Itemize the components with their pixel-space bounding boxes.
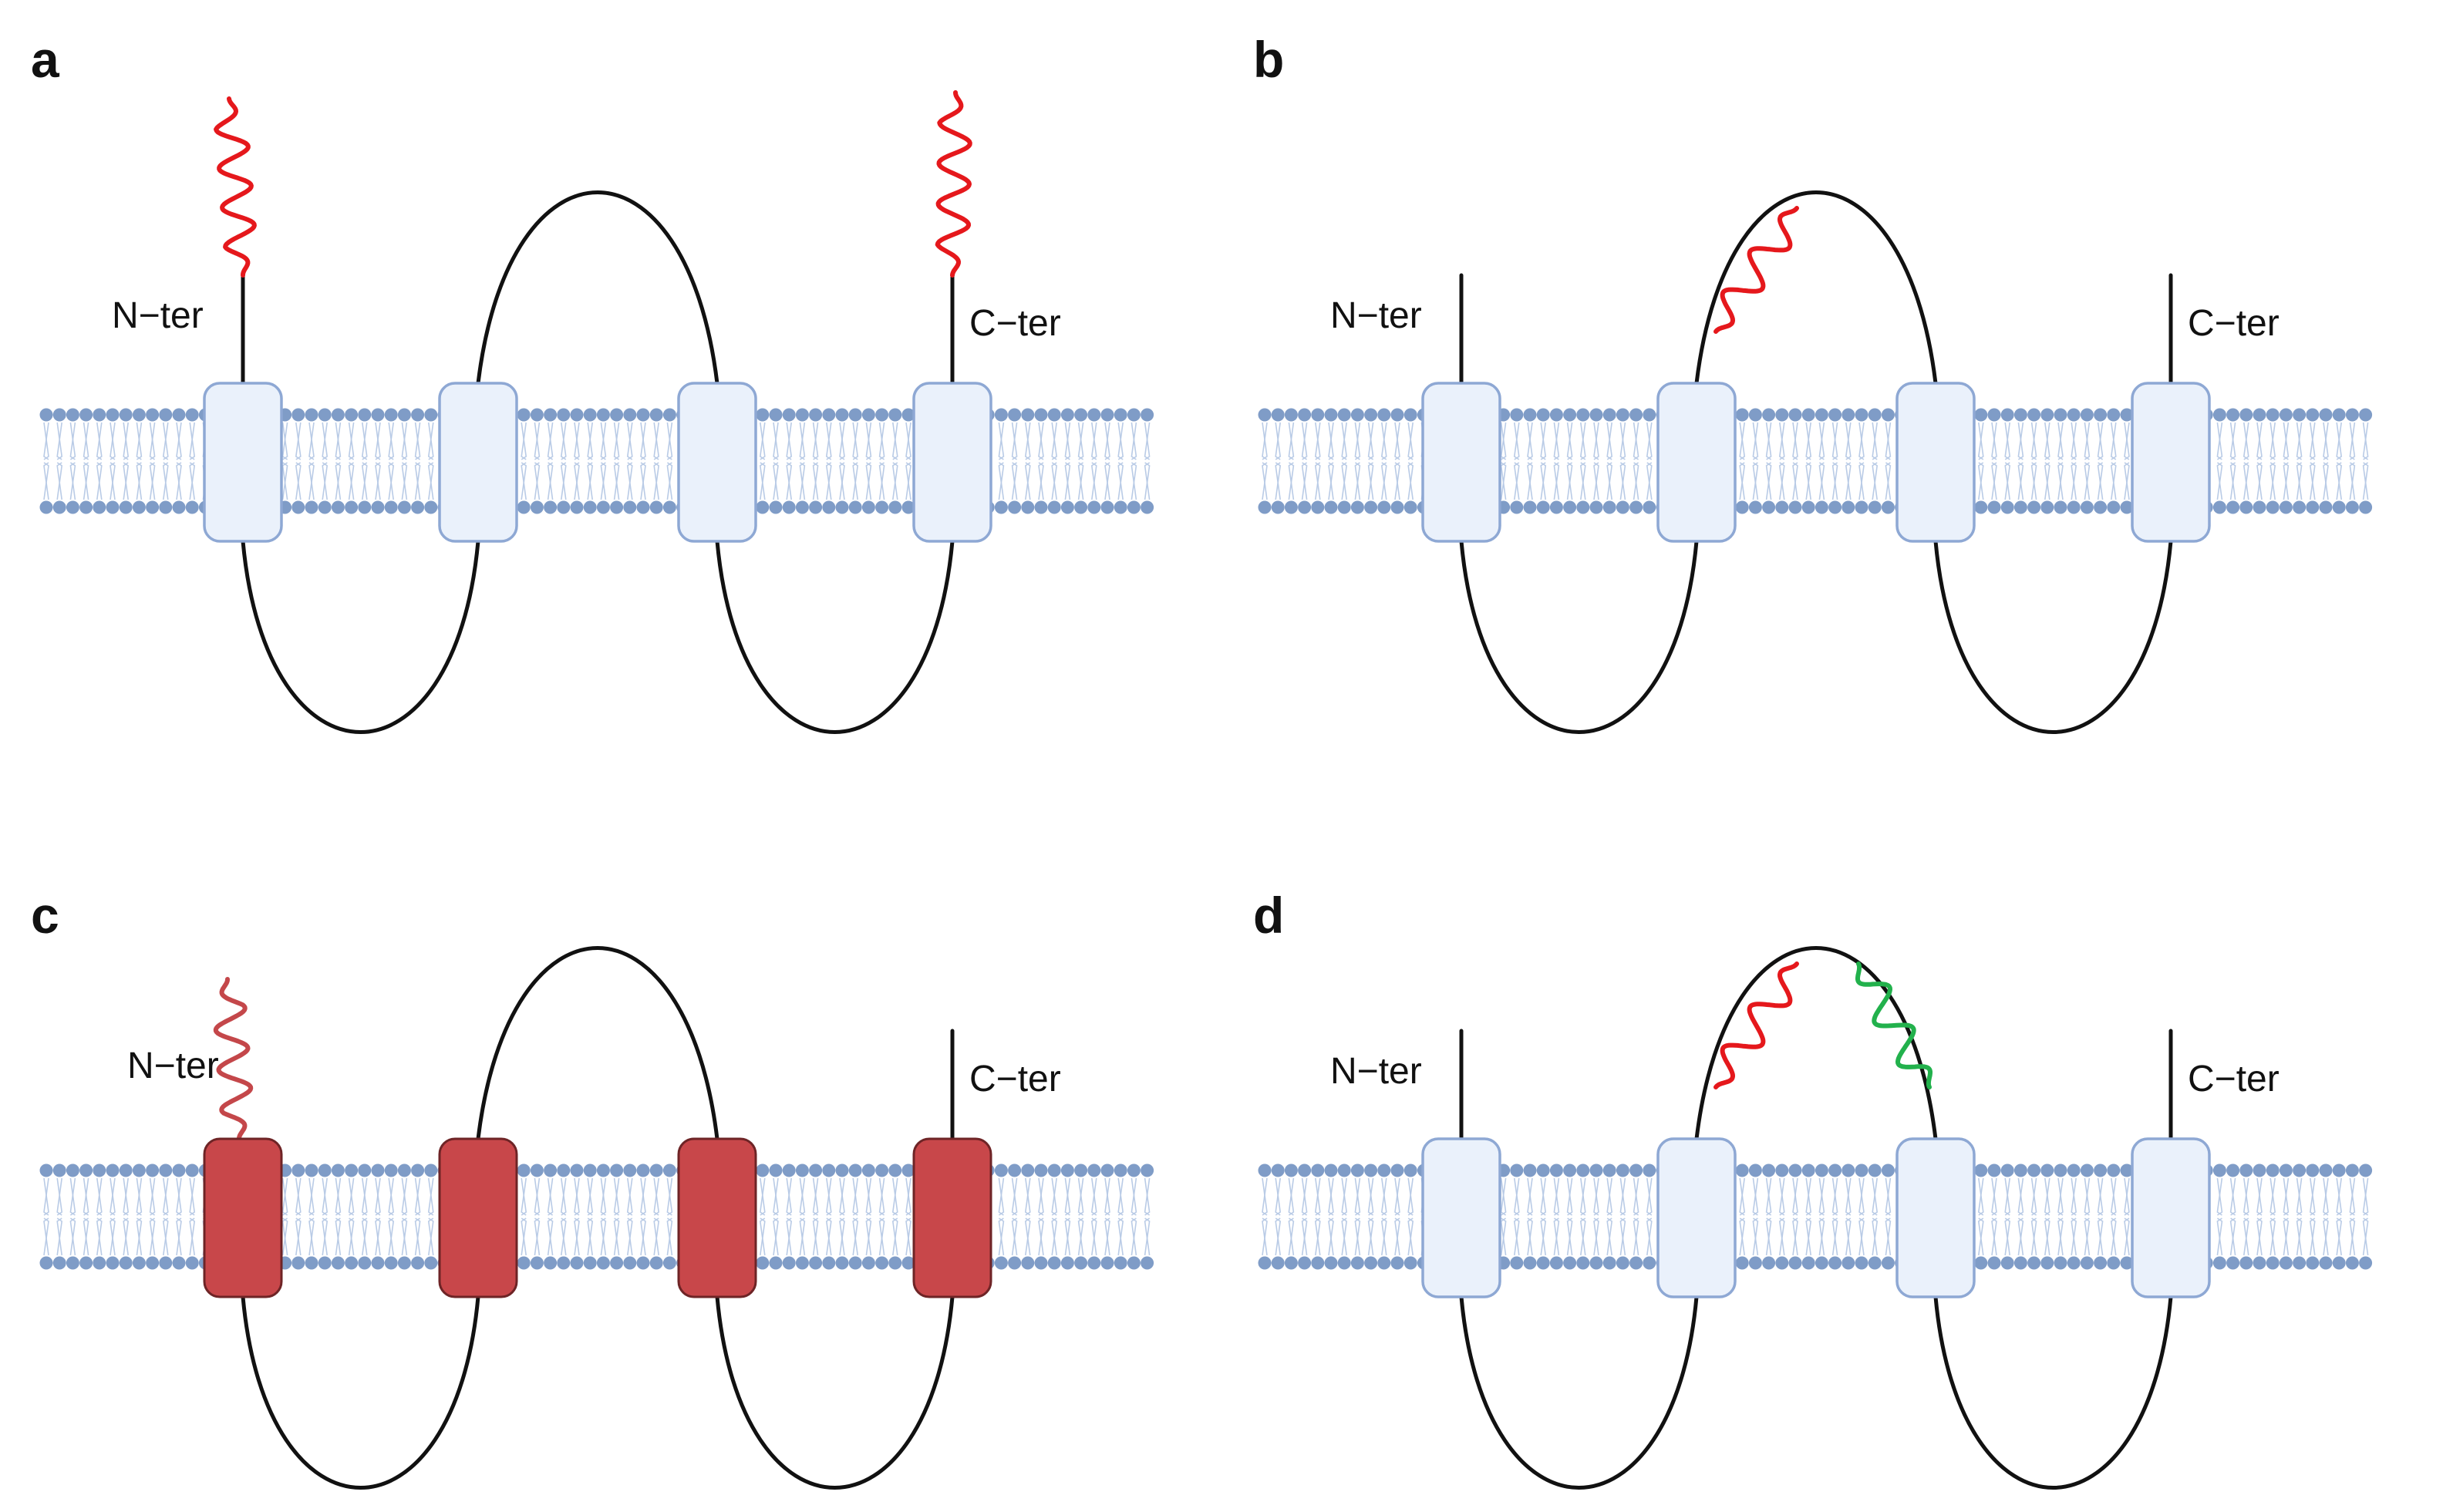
transmembrane-domain-2 [1656,1137,1737,1298]
extracellular-loop [1694,946,1938,1141]
protein-chain [241,946,955,1490]
protein-chain [1459,190,2173,734]
intracellular-loop-2 [1933,539,2173,734]
extracellular-loop [476,190,719,386]
transmembrane-domains [1421,382,2211,543]
transmembrane-domains [203,382,992,543]
transmembrane-domain-4 [2131,382,2211,543]
panel-b: N−ter C−ter b [1253,31,2373,734]
c-terminus-label: C−ter [969,303,1061,344]
transmembrane-domain-2 [438,1137,518,1298]
panel-letter: c [31,887,59,944]
protein-chain [1459,946,2173,1490]
panel-letter: d [1253,887,1284,944]
transmembrane-domain-1 [1421,382,1501,543]
intracellular-loop-2 [715,1295,955,1490]
transmembrane-domains [203,1137,992,1298]
transmembrane-domain-3 [677,382,757,543]
tag-extracellular-loop-left [1713,206,1799,334]
transmembrane-domain-2 [1656,382,1737,543]
tag-extracellular-loop-left [1713,961,1799,1089]
n-terminus-label: N−ter [1330,295,1422,336]
c-terminus-label: C−ter [2188,1059,2280,1099]
panel-letter: b [1253,31,1284,88]
intracellular-loop-1 [1459,539,1699,734]
tag-c-terminus [935,90,972,278]
protein-chain [241,190,955,734]
transmembrane-domain-4 [2131,1137,2211,1298]
intracellular-loop-1 [241,539,480,734]
transmembrane-domain-3 [1895,382,1976,543]
extracellular-loop [476,946,719,1141]
transmembrane-domain-1 [1421,1137,1501,1298]
tag-n-terminus-thin [213,977,254,1141]
n-terminus-label: N−ter [1330,1051,1422,1092]
transmembrane-domain-2 [438,382,518,543]
panel-d: N−ter C−ter d [1253,887,2373,1490]
transmembrane-domain-4 [912,1137,992,1298]
extracellular-loop [1694,190,1938,386]
intracellular-loop-2 [1933,1295,2173,1490]
tag-n-terminus [214,96,257,278]
transmembrane-domain-4 [912,382,992,543]
panel-c: N−ter C−ter c [31,887,1154,1490]
n-terminus-label: N−ter [112,295,204,336]
tag-extracellular-loop-right [1855,961,1932,1089]
c-terminus-label: C−ter [2188,303,2280,344]
intracellular-loop-2 [715,539,955,734]
transmembrane-domain-1 [203,1137,283,1298]
c-terminus-label: C−ter [969,1059,1061,1099]
intracellular-loop-1 [1459,1295,1699,1490]
transmembrane-domain-3 [677,1137,757,1298]
transmembrane-domain-3 [1895,1137,1976,1298]
panel-letter: a [31,31,60,88]
n-terminus-label: N−ter [127,1046,219,1086]
transmembrane-domains [1421,1137,2211,1298]
intracellular-loop-1 [241,1295,480,1490]
panel-a: N−ter C−ter a [31,31,1154,734]
transmembrane-domain-1 [203,382,283,543]
